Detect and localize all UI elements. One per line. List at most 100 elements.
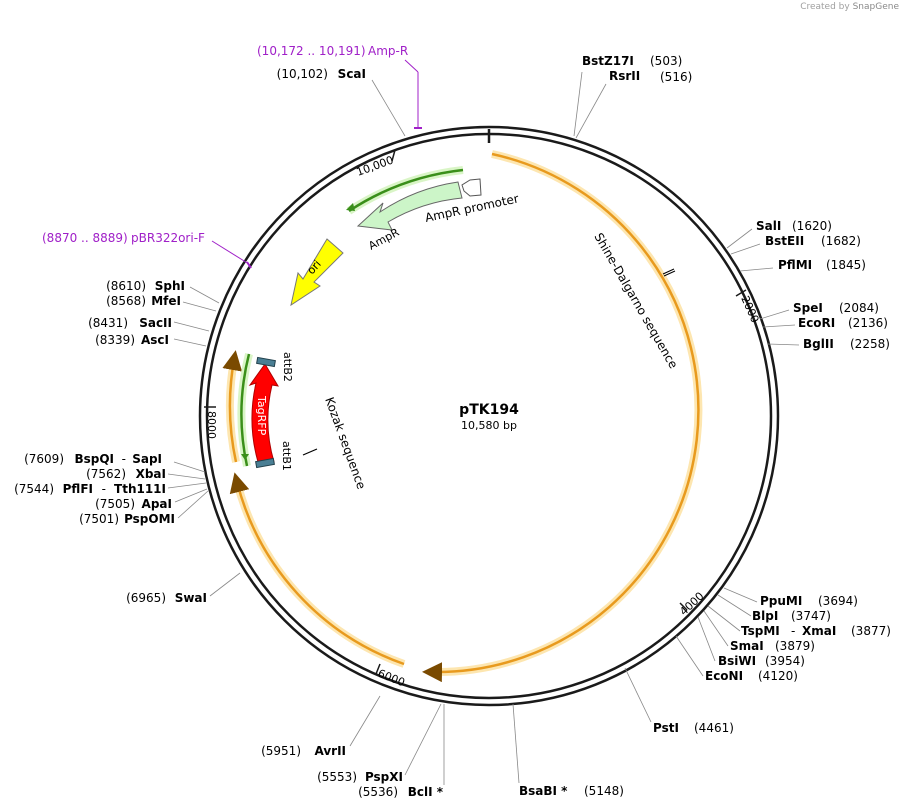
site-pspxi-pos: (5553) <box>317 770 357 784</box>
leader-bspqi <box>173 461 206 473</box>
leader-bstz17i <box>573 71 583 137</box>
tick-label-8000: 8000 <box>205 411 218 439</box>
leader-blpi <box>717 594 752 617</box>
site-pflfi: PflFI <box>63 482 93 496</box>
site-labels-right: BstZ17I (503) RsrII (516) SalI (1620) Bs… <box>519 54 891 798</box>
site-blpi-pos: (3747) <box>791 609 831 623</box>
site-smai-pos: (3879) <box>775 639 815 653</box>
plasmid-name: pTK194 <box>459 402 519 418</box>
site-bspqi-sep: - <box>122 452 126 466</box>
orange-arc-1 <box>422 152 700 683</box>
leader-sacii <box>173 321 210 332</box>
leader-pspxi <box>404 703 442 776</box>
site-sacii-pos: (8431) <box>88 316 128 330</box>
site-bcli: BclI * <box>408 785 444 799</box>
site-leaders <box>167 71 800 785</box>
tick-label-2000: 2000 <box>738 294 761 325</box>
site-scai: ScaI <box>338 67 366 81</box>
tick-10000 <box>391 149 396 162</box>
site-ecori: EcoRI <box>798 316 835 330</box>
site-ecori-pos: (2136) <box>848 316 888 330</box>
site-asci-pos: (8339) <box>95 333 135 347</box>
site-bsteii-pos: (1682) <box>821 234 861 248</box>
green-arc-2-head <box>346 203 355 211</box>
site-tspmi-sep: - <box>791 624 795 638</box>
tick-4000 <box>679 602 688 611</box>
leader-pflmi <box>739 267 774 272</box>
site-pspomi: PspOMI <box>124 512 175 526</box>
leader-apai <box>174 488 208 503</box>
tick-6000 <box>375 663 381 675</box>
snapgene-credit: Created by SnapGene <box>800 2 899 12</box>
site-bsiwi-pos: (3954) <box>765 654 805 668</box>
leader-smai <box>703 610 729 647</box>
attb2-label: attB2 <box>281 352 294 382</box>
ampr-label: AmpR <box>366 226 401 253</box>
orange-arc-glow-2 <box>233 481 406 668</box>
site-bstz17i: BstZ17I <box>582 54 634 68</box>
site-swai-pos: (6965) <box>126 591 166 605</box>
green-arc-1-head <box>241 454 249 460</box>
site-blpi: BlpI <box>752 609 778 623</box>
ampr-arrow <box>356 181 463 231</box>
tick-label-6000: 6000 <box>376 667 407 690</box>
site-bcli-pos: (5536) <box>358 785 398 799</box>
leader-sali <box>726 228 753 249</box>
primer-ampr-name: Amp-R <box>368 44 408 58</box>
site-sali: SalI <box>756 219 781 233</box>
site-pflfi-sep: - <box>102 482 106 496</box>
site-bglii-pos: (2258) <box>850 337 890 351</box>
site-scai-pos: (10,102) <box>277 67 328 81</box>
site-pflmi: PflMI <box>778 258 812 272</box>
orange-arcs <box>222 150 703 683</box>
site-xmai: XmaI <box>802 624 836 638</box>
site-bsiwi: BsiWI <box>718 654 756 668</box>
site-bspqi: BspQI <box>74 452 114 466</box>
ori-arrow <box>290 238 344 307</box>
plasmid-length: 10,580 bp <box>461 419 517 432</box>
tagrfp-arrow <box>248 363 279 463</box>
primer-ori-name: pBR322ori-F <box>131 231 205 245</box>
site-spei: SpeI <box>793 301 823 315</box>
site-smai: SmaI <box>730 639 764 653</box>
kozak-mark <box>302 448 318 456</box>
site-apai-pos: (7505) <box>95 497 135 511</box>
primer-leader-ori <box>211 240 250 265</box>
shine-dalgarno-label: Shine-Dalgarno sequence <box>591 231 680 371</box>
leader-avrii <box>349 695 381 747</box>
tick-label-4000: 4000 <box>677 590 706 619</box>
leader-asci <box>173 338 207 347</box>
leader-ecori <box>762 324 796 328</box>
orange-arc-2 <box>229 472 405 666</box>
leader-swai <box>209 572 241 597</box>
site-pspomi-pos: (7501) <box>79 512 119 526</box>
ampr-promoter-shape <box>461 178 482 197</box>
leader-bsabi <box>512 703 520 784</box>
primers: (10,172 .. 10,191) Amp-R (8870 .. 8889) … <box>42 44 422 269</box>
site-labels-left: BclI * (5536) PspXI (5553) AvrII (5951) … <box>14 67 444 799</box>
leader-bglii <box>767 343 800 346</box>
site-avrii: AvrII <box>314 744 346 758</box>
backbone-outer <box>198 125 780 707</box>
shine-dalgarno-mark <box>662 268 675 275</box>
site-tspmi-pos: (3877) <box>851 624 891 638</box>
leader-pspomi <box>177 490 209 519</box>
attb1-label: attB1 <box>280 441 293 471</box>
site-bsteii: BstEII <box>765 234 804 248</box>
attb1-site <box>255 457 275 469</box>
leader-rsrii <box>575 83 607 139</box>
site-sali-pos: (1620) <box>792 219 832 233</box>
site-sphi-pos: (8610) <box>106 279 146 293</box>
credit-brand: SnapGene <box>852 2 899 12</box>
leader-bsiwi <box>697 616 716 662</box>
leader-sphi <box>189 286 220 304</box>
site-mfei: MfeI <box>151 294 181 308</box>
site-bspqi-pos: (7609) <box>24 452 64 466</box>
site-rsrii-pos: (516) <box>660 70 692 84</box>
site-asci: AscI <box>141 333 169 347</box>
site-pflfi-pos: (7544) <box>14 482 54 496</box>
site-spei-pos: (2084) <box>839 301 879 315</box>
site-tspmi: TspMI <box>741 624 780 638</box>
site-sapi: SapI <box>132 452 162 466</box>
